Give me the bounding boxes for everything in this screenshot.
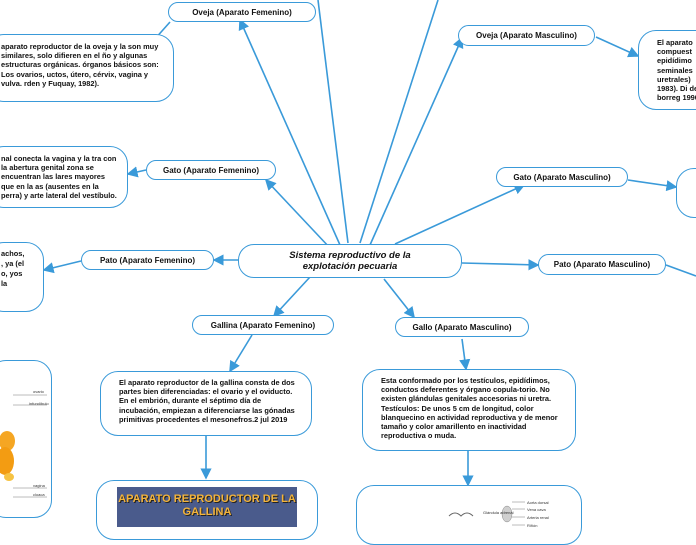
image-node-gallo-anatomy[interactable]: Aorta dorsal Vena cava Arteria renal Riñ… bbox=[356, 485, 582, 545]
branch-label: Gallina (Aparato Femenino) bbox=[210, 320, 316, 330]
branch-label: Gato (Aparato Masculino) bbox=[513, 172, 611, 182]
branch-pato-femenino[interactable]: Pato (Aparato Femenino) bbox=[81, 250, 214, 270]
anatomy-label: Aorta dorsal bbox=[527, 500, 549, 505]
note-gallo-masculino[interactable]: Esta conformado por los testículos, epid… bbox=[362, 369, 576, 451]
note-pato-femenino[interactable]: achos, , ya (el o, yos la bbox=[0, 242, 44, 312]
anatomy-label: vagina bbox=[33, 483, 45, 488]
branch-oveja-femenino[interactable]: Oveja (Aparato Femenino) bbox=[168, 2, 316, 22]
note-text: nal conecta la vagina y la tra con la ab… bbox=[1, 154, 117, 200]
note-text: Esta conformado por los testículos, epid… bbox=[381, 376, 558, 441]
note-oveja-femenino[interactable]: aparato reproductor de la oveja y la son… bbox=[0, 34, 174, 102]
branch-label: Pato (Aparato Femenino) bbox=[99, 255, 196, 265]
branch-label: Oveja (Aparato Femenino) bbox=[192, 7, 292, 17]
note-oveja-masculino[interactable]: El aparato compuest epidídimo seminales … bbox=[638, 30, 696, 110]
gallina-banner-title: APARATO REPRODUCTOR DE LA GALLINA bbox=[117, 487, 297, 527]
note-gato-femenino[interactable]: nal conecta la vagina y la tra con la ab… bbox=[0, 146, 128, 208]
branch-oveja-masculino[interactable]: Oveja (Aparato Masculino) bbox=[458, 25, 595, 46]
note-gato-masculino[interactable] bbox=[676, 168, 696, 218]
central-topic-label: Sistema reproductivo de la explotación p… bbox=[289, 249, 411, 273]
note-text: achos, , ya (el o, yos la bbox=[1, 249, 25, 288]
anatomy-label: infundíbulo bbox=[29, 401, 49, 406]
anatomy-label: ovario bbox=[33, 389, 44, 394]
branch-label: Oveja (Aparato Masculino) bbox=[476, 31, 577, 40]
branch-label: Pato (Aparato Masculino) bbox=[553, 260, 651, 269]
branch-label: Gallo (Aparato Masculino) bbox=[412, 322, 512, 332]
branch-gallina-femenino[interactable]: Gallina (Aparato Femenino) bbox=[192, 315, 334, 335]
anatomy-label: Arteria renal bbox=[527, 515, 549, 520]
connector-lines bbox=[42, 0, 696, 487]
note-text: El aparato reproductor de la gallina con… bbox=[119, 378, 295, 424]
branch-gato-femenino[interactable]: Gato (Aparato Femenino) bbox=[146, 160, 276, 180]
anatomy-label: Vena cava bbox=[527, 507, 546, 512]
note-text: aparato reproductor de la oveja y la son… bbox=[1, 42, 159, 88]
note-text: El aparato compuest epidídimo seminales … bbox=[657, 38, 696, 103]
anatomy-label: Riñón bbox=[527, 523, 538, 528]
branch-label: Gato (Aparato Femenino) bbox=[162, 165, 259, 175]
branch-pato-masculino[interactable]: Pato (Aparato Masculino) bbox=[538, 254, 666, 275]
rooster-reproductive-tract-illustration bbox=[448, 501, 525, 526]
anatomy-label: Glándula adrenal bbox=[483, 510, 514, 515]
branch-gallo-masculino[interactable]: Gallo (Aparato Masculino) bbox=[395, 317, 529, 337]
image-node-gallina-banner[interactable]: APARATO REPRODUCTOR DE LA GALLINA bbox=[96, 480, 318, 540]
anatomy-label: cloaca bbox=[33, 492, 45, 497]
note-gallina-femenino[interactable]: El aparato reproductor de la gallina con… bbox=[100, 371, 312, 436]
central-topic[interactable]: Sistema reproductivo de la explotación p… bbox=[238, 244, 462, 278]
image-node-gallina-anatomy[interactable]: ovario infundíbulo vagina cloaca bbox=[0, 360, 52, 518]
hen-reproductive-tract-illustration bbox=[0, 394, 47, 498]
branch-gato-masculino[interactable]: Gato (Aparato Masculino) bbox=[496, 167, 628, 187]
